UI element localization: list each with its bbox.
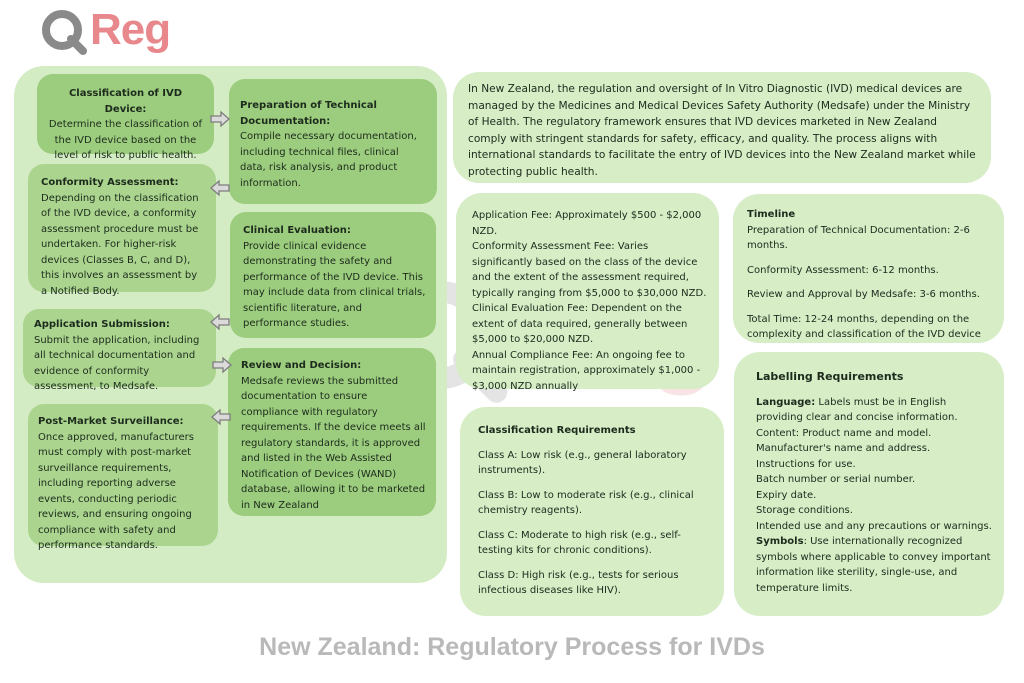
timeline-item: Total Time: 12-24 months, depending on t… [747, 313, 981, 341]
timeline-item: Conformity Assessment: 6-12 months. [747, 264, 939, 276]
step-conformity: Conformity Assessment: Depending on the … [28, 164, 216, 297]
step-postmarket-body: Once approved, manufacturers must comply… [38, 431, 194, 552]
symbols-text: : Use internationally recognized symbols… [756, 536, 991, 594]
class-item: Class D: High risk (e.g., tests for seri… [478, 569, 679, 597]
step-clinical: Clinical Evaluation: Provide clinical ev… [230, 212, 436, 338]
timeline-item: Review and Approval by Medsafe: 3-6 mont… [747, 289, 980, 300]
step-review: Review and Decision: Medsafe reviews the… [228, 348, 436, 516]
class-item: Class B: Low to moderate risk (e.g., cli… [478, 489, 694, 517]
labelling-line: Intended use and any precautions or warn… [756, 520, 992, 532]
fee-clinical: Clinical Evaluation Fee: Dependent on th… [472, 303, 688, 345]
arrow-right-icon [210, 110, 230, 128]
step-conformity-body: Depending on the classification of the I… [41, 192, 199, 297]
classification-requirements-title: Classification Requirements [478, 425, 636, 436]
step-review-title: Review and Decision: [241, 360, 362, 371]
language-text: Labels must be in English providing clea… [756, 396, 958, 424]
step-preparation-body: Compile necessary documentation, includi… [240, 131, 417, 189]
step-postmarket: Post-Market Surveillance: Once approved,… [28, 404, 218, 551]
step-application-title: Application Submission: [34, 319, 170, 330]
step-application: Application Submission: Submit the appli… [23, 309, 216, 392]
labelling-line: Storage conditions. [756, 505, 853, 516]
classification-requirements-card: Classification Requirements Class A: Low… [460, 407, 724, 616]
intro-card: In New Zealand, the regulation and overs… [453, 72, 991, 183]
step-application-body: Submit the application, including all te… [34, 334, 200, 393]
labelling-language: Language: Labels must be in English prov… [756, 395, 994, 426]
fee-application: Application Fee: Approximately $500 - $2… [472, 210, 702, 237]
page-title: New Zealand: Regulatory Process for IVDs [259, 633, 765, 661]
step-preparation: Preparation of Technical Documentation: … [229, 79, 437, 204]
logo-text: Reg [90, 5, 171, 54]
labelling-line: Expiry date. [756, 489, 817, 501]
fee-annual: Annual Compliance Fee: An ongoing fee to… [472, 349, 701, 392]
step-preparation-title: Preparation of Technical Documentation: [240, 100, 377, 127]
step-classification-body: Determine the classification of the IVD … [48, 119, 203, 161]
timeline-title: Timeline [747, 209, 796, 220]
step-clinical-body: Provide clinical evidence demonstrating … [243, 240, 426, 330]
labelling-symbols: Symbols: Use internationally recognized … [756, 534, 994, 596]
step-clinical-title: Clinical Evaluation: [243, 225, 351, 236]
labelling-line: Manufacturer's name and address. [756, 443, 931, 454]
timeline-card: Timeline Preparation of Technical Docume… [733, 194, 1004, 343]
step-review-body: Medsafe reviews the submitted documentat… [241, 375, 426, 511]
step-classification: Classification of IVD Device: Determine … [37, 74, 214, 161]
qreg-logo: Reg [40, 4, 171, 56]
labelling-requirements-card: Labelling Requirements Language: Labels … [734, 352, 1004, 616]
labelling-line: Batch number or serial number. [756, 474, 916, 485]
arrow-right-icon [212, 356, 232, 374]
timeline-item: Preparation of Technical Documentation: … [747, 224, 970, 252]
fees-card: Application Fee: Approximately $500 - $2… [456, 193, 719, 392]
labelling-line: Instructions for use. [756, 458, 856, 470]
class-item: Class A: Low risk (e.g., general laborat… [478, 449, 687, 477]
labelling-requirements-title: Labelling Requirements [756, 370, 904, 383]
intro-text: In New Zealand, the regulation and overs… [468, 83, 976, 178]
step-conformity-title: Conformity Assessment: [41, 177, 179, 188]
class-item: Class C: Moderate to high risk (e.g., se… [478, 529, 681, 557]
q-logo-icon [40, 6, 88, 55]
arrow-left-icon [211, 408, 231, 426]
step-classification-title: Classification of IVD Device: [68, 88, 183, 115]
language-label: Language: [756, 396, 816, 408]
labelling-line: Content: Product name and model. [756, 427, 932, 439]
arrow-left-icon [210, 313, 230, 331]
fee-conformity: Conformity Assessment Fee: Varies signif… [472, 241, 707, 299]
step-postmarket-title: Post-Market Surveillance: [38, 416, 184, 427]
symbols-label: Symbols [756, 536, 804, 547]
arrow-left-icon [210, 179, 230, 197]
